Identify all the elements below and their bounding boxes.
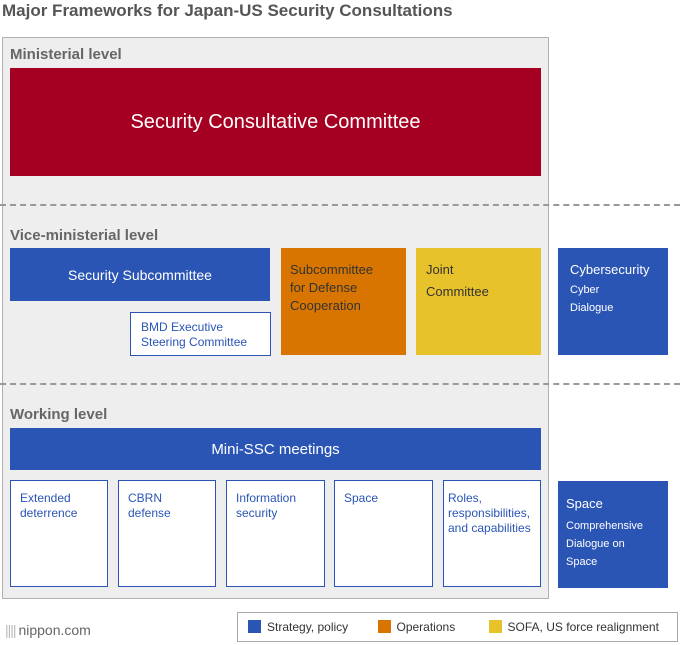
logo-text: nippon.com <box>18 622 91 638</box>
legend-item: Strategy, policy <box>248 620 348 634</box>
cyber-line: Dialogue <box>570 302 614 314</box>
nippon-logo: |||| nippon.com <box>5 622 91 638</box>
legend: Strategy, policy Operations SOFA, US for… <box>237 612 678 642</box>
working-level-label: Working level <box>10 406 108 423</box>
roles-box: Roles,responsibilities,and capabilities <box>443 480 541 587</box>
space-line: Space <box>566 556 598 568</box>
box-line: Information <box>236 491 297 505</box>
space-line: Comprehensive <box>566 520 644 532</box>
legend-swatch <box>248 620 261 633</box>
legend-item: SOFA, US force realignment <box>488 620 659 634</box>
legend-swatch <box>488 620 502 633</box>
divider <box>0 204 680 206</box>
vice-ministerial-level-label: Vice-ministerial level <box>10 227 159 244</box>
logo-icon: |||| <box>5 622 19 638</box>
security-subcommittee: Security Subcommittee <box>10 248 270 301</box>
bmd-line: BMD Executive <box>141 320 224 334</box>
box-line: CBRN defense <box>128 491 171 520</box>
box-line: security <box>236 506 278 520</box>
page-title: Major Frameworks for Japan-US Security C… <box>2 1 453 20</box>
cbrn-defense-box: CBRN defense <box>118 480 216 587</box>
divider <box>0 383 680 385</box>
box-line: responsibilities, <box>448 506 531 520</box>
box-line: and capabilities <box>448 521 531 535</box>
legend-label: Operations <box>396 620 456 634</box>
space-line: Dialogue on <box>566 538 625 550</box>
legend-label: SOFA, US force realignment <box>507 620 659 634</box>
space-title: Space <box>566 496 603 511</box>
legend-swatch <box>377 620 391 633</box>
sdc-line: Cooperation <box>290 298 361 313</box>
box-line: Roles, <box>448 491 483 505</box>
box-line: Space <box>344 491 379 505</box>
box-line: deterrence <box>20 506 78 520</box>
cybersecurity-title: Cybersecurity <box>570 262 650 277</box>
space-box: Space <box>334 480 433 587</box>
mini-ssc-meetings: Mini-SSC meetings <box>10 428 541 470</box>
legend-item: Operations <box>377 620 456 634</box>
joint-line: Committee <box>426 284 489 299</box>
security-consultative-committee: Security Consultative Committee <box>10 68 541 176</box>
sdc-line: for Defense <box>290 280 358 295</box>
cyber-line: Cyber <box>570 284 600 296</box>
ministerial-level-label: Ministerial level <box>10 46 122 63</box>
sdc-line: Subcommittee <box>290 262 374 277</box>
legend-label: Strategy, policy <box>267 620 349 634</box>
bmd-line: Steering Committee <box>141 335 248 349</box>
joint-line: Joint <box>426 262 454 277</box>
box-line: Extended <box>20 491 71 505</box>
